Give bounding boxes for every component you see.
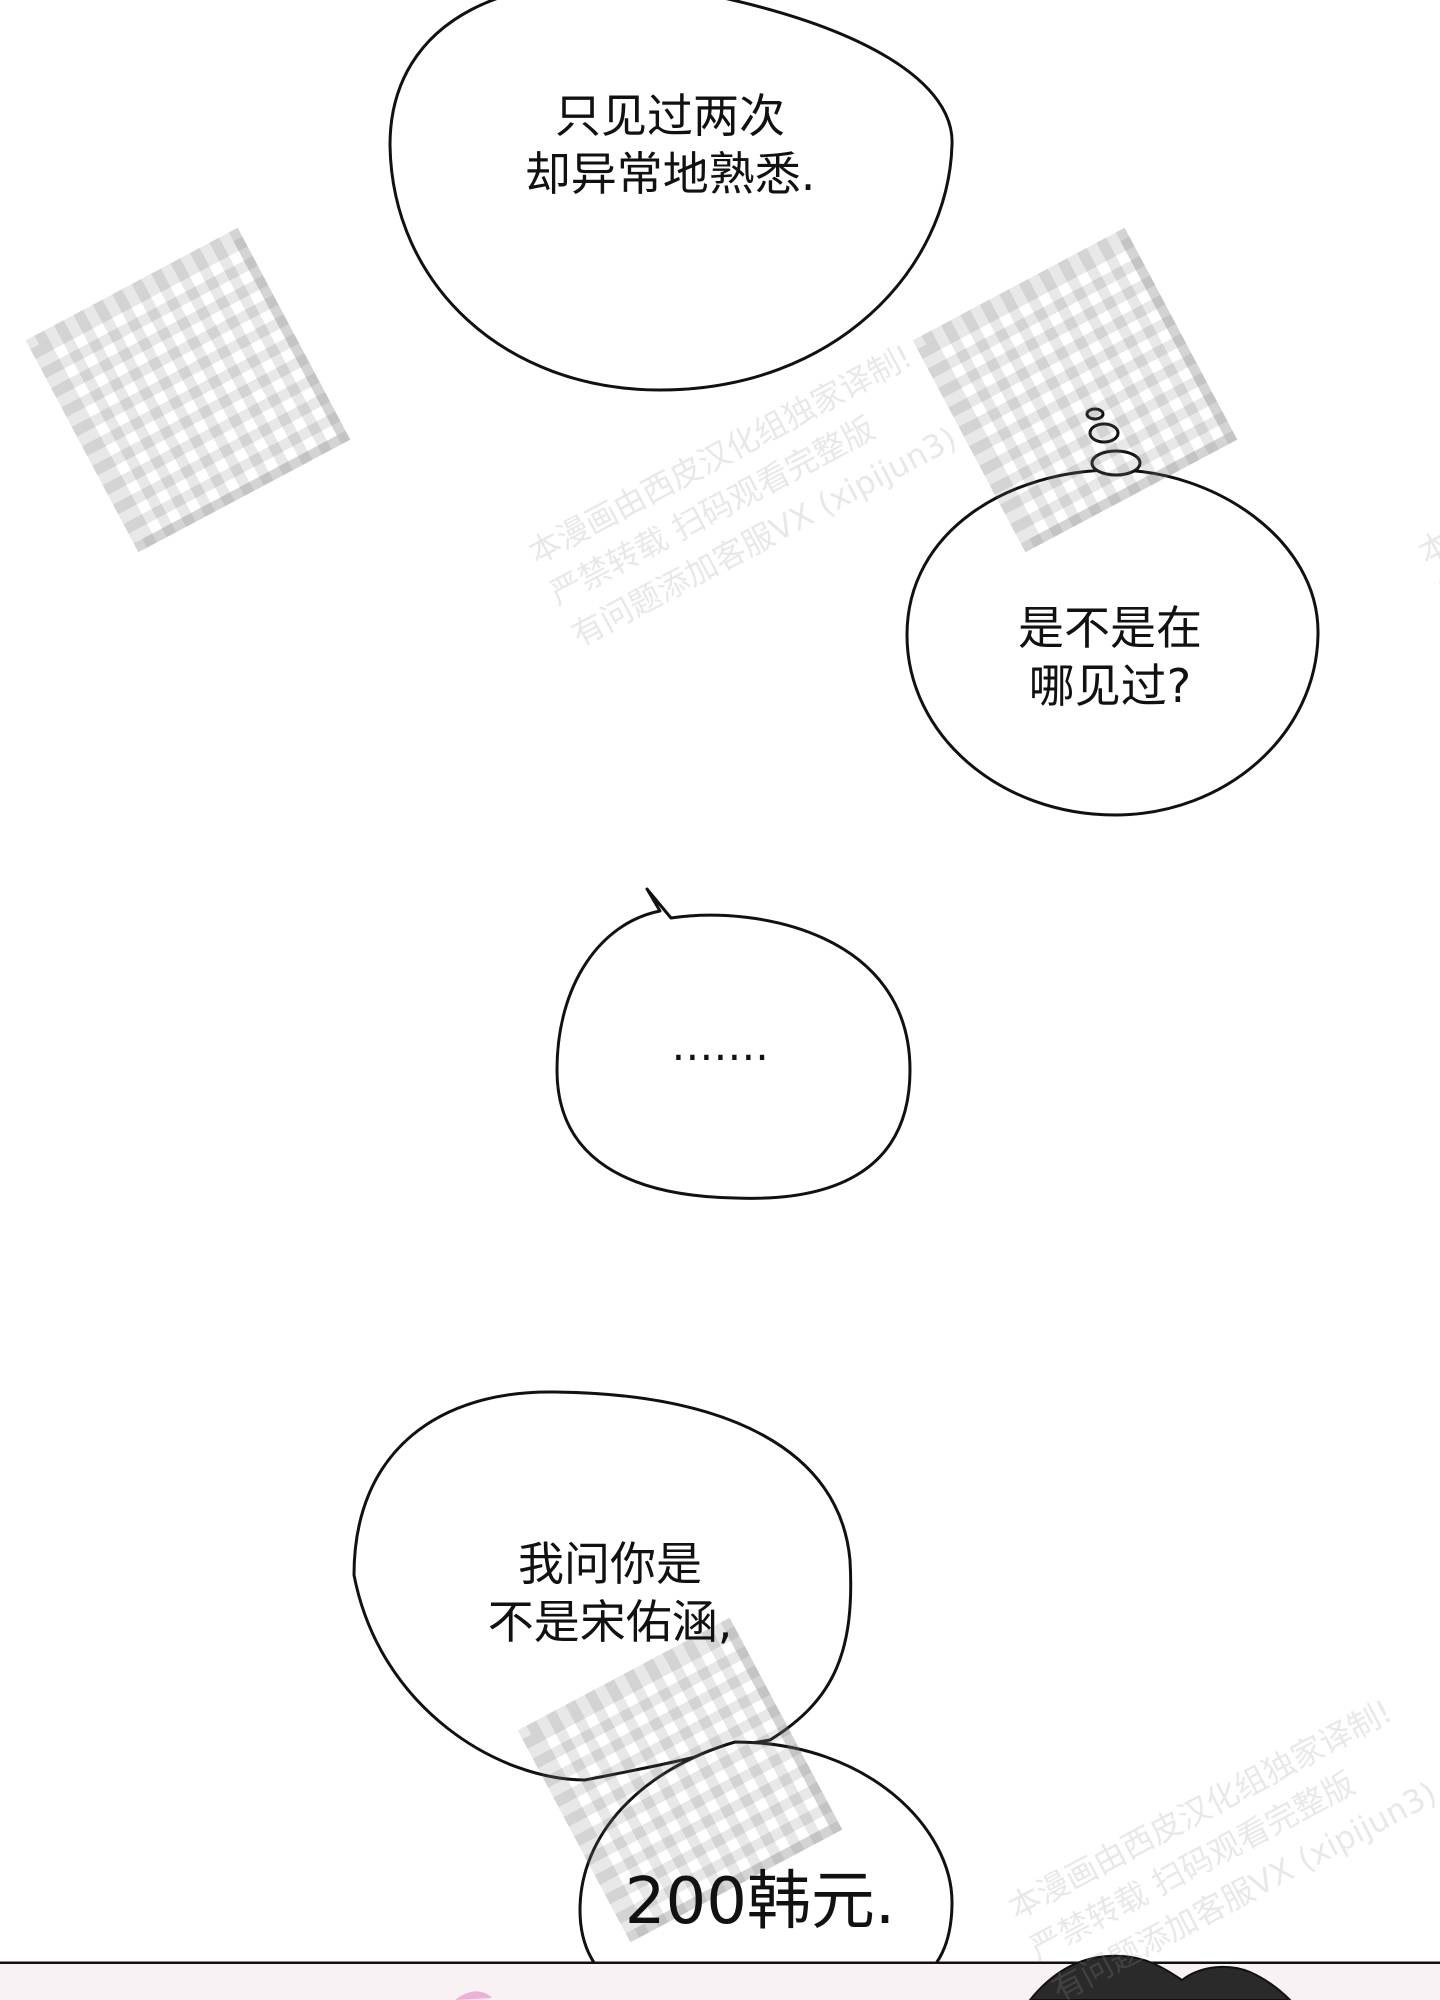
bubble-text-line: 200韩元. xyxy=(624,1865,896,1939)
thought-dot-small xyxy=(1085,407,1105,421)
speech-bubble-price xyxy=(578,1740,954,2000)
bubble-text-price: 200韩元. xyxy=(600,1862,920,1942)
thought-bubble xyxy=(905,468,1320,817)
bubble-text-seen-before: 是不是在 哪见过? xyxy=(960,600,1260,715)
bubble-text-line: 我问你是 xyxy=(518,1537,702,1591)
bubble-text-line: 是不是在 xyxy=(1018,601,1202,655)
hair-illustration xyxy=(1028,1954,1292,2000)
speech-bubble-question xyxy=(352,1390,853,1782)
bubble-text-line: 却异常地熟悉. xyxy=(524,146,816,201)
speech-bubble-ellipsis xyxy=(555,887,912,1200)
bubble-text-question: 我问你是 不是宋佑涵, xyxy=(410,1536,810,1651)
thought-dot-medium xyxy=(1088,422,1120,444)
speech-bubble-top xyxy=(388,0,954,392)
bubble-text-ellipsis: ……. xyxy=(640,1020,800,1073)
pink-petal-decoration xyxy=(455,1991,492,2000)
bubble-text-line: 不是宋佑涵, xyxy=(487,1594,733,1649)
bubble-text-line: ……. xyxy=(671,1021,769,1070)
bubble-text-line: 只见过两次 xyxy=(555,89,785,143)
thought-dot-large xyxy=(1090,449,1142,477)
bubble-text-familiar: 只见过两次 却异常地熟悉. xyxy=(500,88,840,203)
bubble-text-line: 哪见过? xyxy=(1028,658,1192,713)
